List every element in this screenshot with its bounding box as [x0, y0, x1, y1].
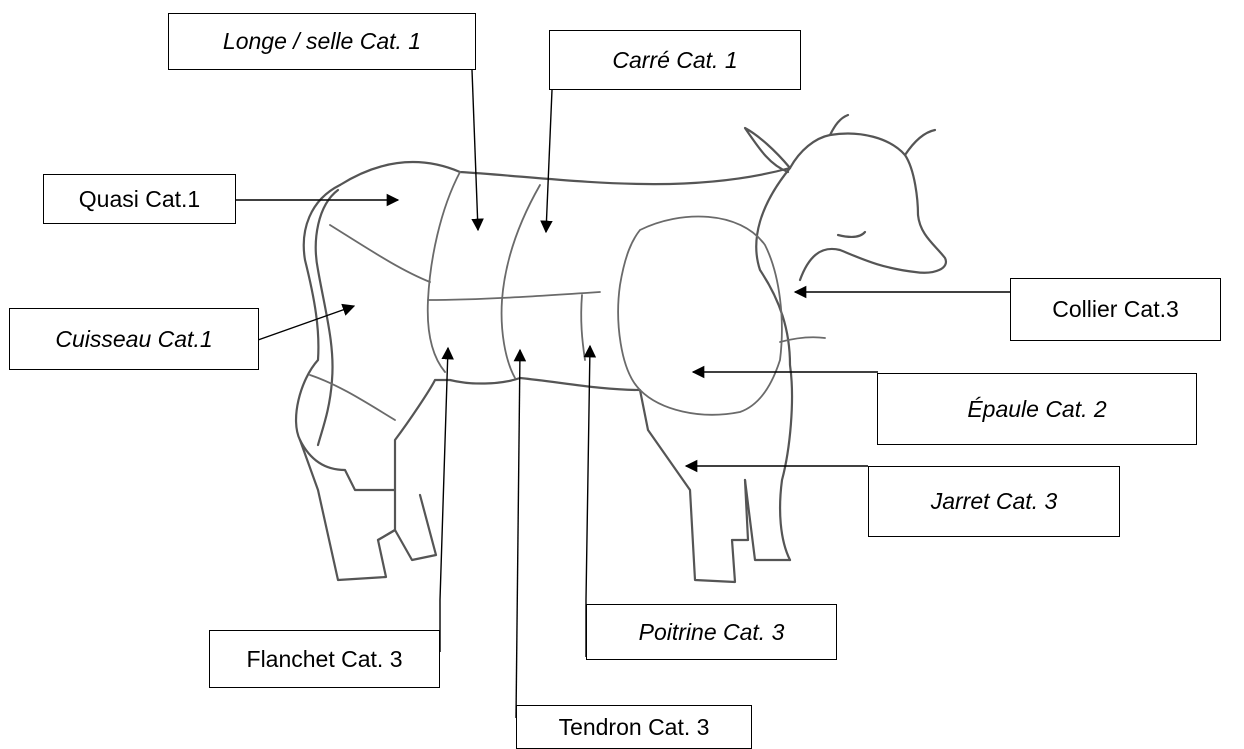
arrow-carre: [546, 90, 552, 232]
label-epaule: Épaule Cat. 2: [877, 373, 1197, 445]
label-collier: Collier Cat.3: [1010, 278, 1221, 341]
label-tendron: Tendron Cat. 3: [516, 705, 752, 749]
label-carre: Carré Cat. 1: [549, 30, 801, 90]
arrow-flanchet: [440, 348, 448, 652]
label-quasi: Quasi Cat.1: [43, 174, 236, 224]
label-longe-selle: Longe / selle Cat. 1: [168, 13, 476, 70]
arrow-longe: [472, 70, 478, 230]
arrow-cuisseau: [258, 306, 354, 340]
label-poitrine: Poitrine Cat. 3: [586, 604, 837, 660]
arrow-tendron: [516, 350, 520, 718]
label-flanchet: Flanchet Cat. 3: [209, 630, 440, 688]
label-jarret: Jarret Cat. 3: [868, 466, 1120, 537]
label-cuisseau: Cuisseau Cat.1: [9, 308, 259, 370]
